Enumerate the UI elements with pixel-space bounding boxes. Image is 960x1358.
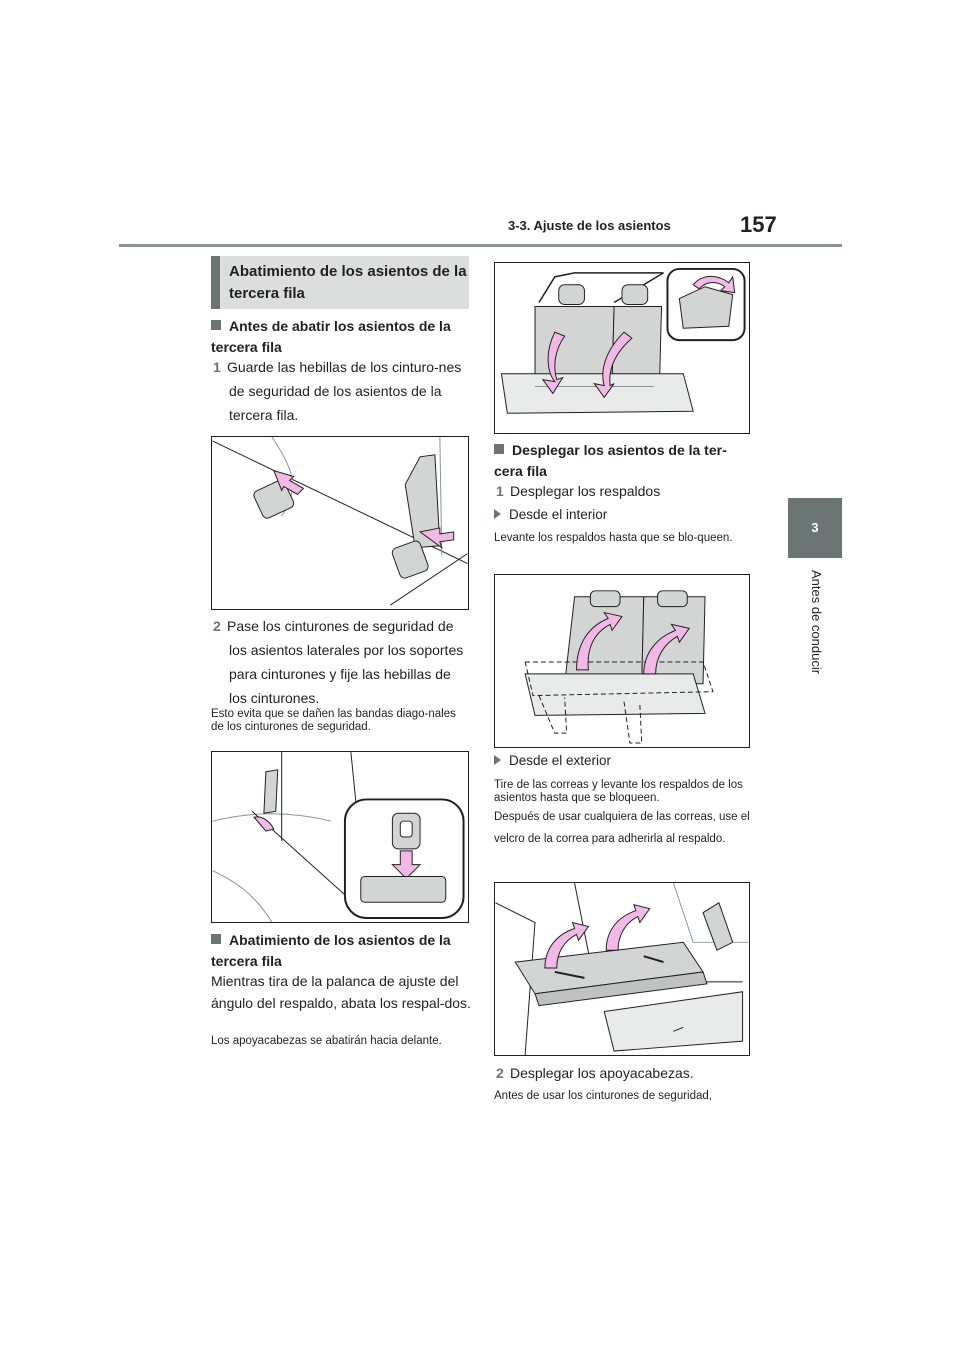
note-before-seatbelts: Antes de usar los cinturones de segurida… (494, 1090, 712, 1102)
note-belt-damage: Esto evita que se dañen las bandas diago… (211, 708, 456, 733)
arrow-curved-icon (692, 275, 736, 294)
header-section-title: 3-3. Ajuste de los asientos (508, 218, 671, 233)
figure-fold-seats (494, 262, 750, 434)
arrow-curved-icon (253, 816, 275, 832)
square-bullet-icon (211, 934, 221, 944)
bullet-from-outside: Desde el exterior (494, 751, 750, 771)
subheading-before-folding: Antes de abatir los asientos de la terce… (211, 318, 451, 355)
header-rule (119, 244, 842, 247)
page-number: 157 (740, 212, 777, 237)
bullet-from-inside: Desde el interior (494, 505, 750, 525)
note-velcro-strap: Después de usar cualquiera de las correa… (494, 811, 750, 845)
arrow-down-icon (418, 527, 455, 550)
arrow-down-icon (391, 850, 422, 880)
arrow-up-icon (643, 623, 691, 675)
chapter-tab: 3 (788, 498, 842, 558)
figure-belt-holder (211, 751, 469, 923)
section-title: Abatimiento de los asientos de la tercer… (229, 263, 467, 302)
figure-raise-seats-outside (494, 882, 750, 1056)
triangle-bullet-icon (494, 755, 501, 765)
square-bullet-icon (211, 320, 221, 330)
square-bullet-icon (494, 444, 504, 454)
folding-instruction: Mientras tira de la palanca de ajuste de… (211, 973, 471, 1011)
subheading-folding: Abatimiento de los asientos de la tercer… (211, 932, 451, 969)
triangle-bullet-icon (494, 509, 501, 519)
note-headrests-fold: Los apoyacabezas se abatirán hacia delan… (211, 1035, 442, 1047)
figure-stow-buckles-drawing (212, 437, 468, 606)
arrow-down-icon (272, 469, 305, 495)
section-title-box: Abatimiento de los asientos de la tercer… (211, 256, 469, 309)
arrow-curved-icon (593, 331, 633, 399)
note-pull-straps: Tire de las correas y levante los respal… (494, 779, 743, 804)
figure-fold-seats-drawing (500, 267, 746, 414)
arrow-up-icon (576, 611, 623, 671)
figure-belt-holder-drawing (212, 752, 465, 922)
arrow-curved-icon (541, 331, 566, 395)
figure-raise-seats-outside-drawing (495, 883, 749, 1055)
chapter-label-text: Antes de conducir (809, 570, 824, 675)
figure-stow-buckles (211, 436, 469, 610)
arrow-up-icon (605, 904, 651, 951)
figure-raise-seats-inside-drawing (524, 590, 714, 744)
note-lift-backrests: Levante los respaldos hasta que se blo-q… (494, 532, 733, 544)
figure-raise-seats-inside (494, 574, 750, 748)
subheading-unfold: Desplegar los asientos de la ter-cera fi… (494, 442, 727, 479)
arrow-up-icon (544, 921, 590, 969)
chapter-label: Antes de conducir (778, 570, 852, 700)
